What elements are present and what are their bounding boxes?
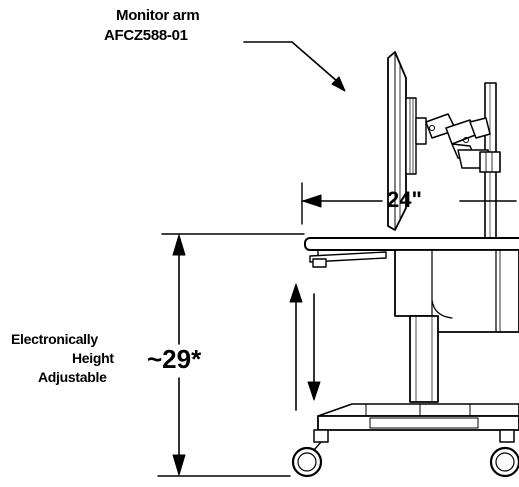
height-dimension-label: ~29*: [147, 344, 202, 374]
caster-front: [291, 429, 329, 478]
caster-rear: [489, 429, 519, 478]
adjust-arrow-up: [289, 283, 303, 411]
adjustable-label-line-2: Height: [72, 350, 114, 366]
callout-leader: [243, 41, 346, 92]
monitor-arm: [425, 113, 501, 173]
monitor-arm-part-number: AFCZ588-01: [104, 27, 188, 44]
lift-column: [409, 315, 439, 403]
adjust-arrow-down: [307, 293, 321, 401]
adjustable-label-line-3: Adjustable: [38, 369, 107, 385]
adjustable-label-line-1: Electronically: [11, 331, 98, 347]
height-dimension: [157, 233, 305, 477]
width-dimension: [301, 182, 517, 225]
cart-base: [317, 403, 519, 431]
monitor: [387, 51, 427, 231]
monitor-arm-label: Monitor arm: [116, 7, 200, 24]
desk-top: [304, 237, 519, 268]
width-dimension-label: 24": [387, 187, 422, 212]
